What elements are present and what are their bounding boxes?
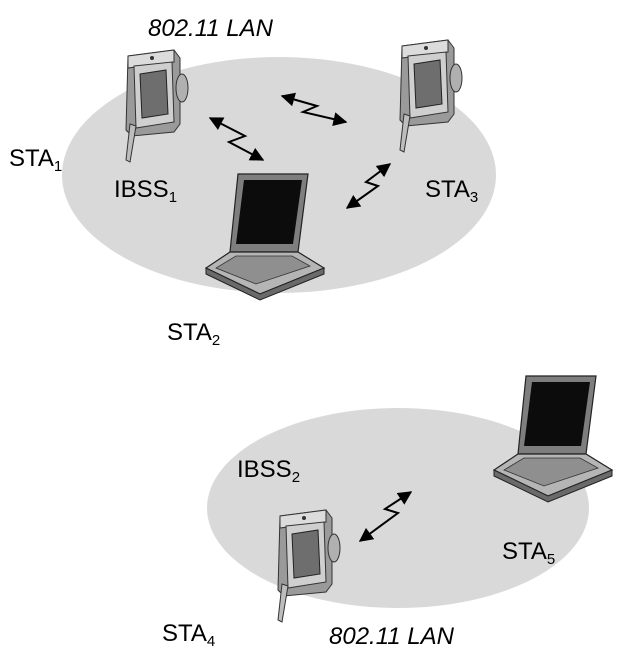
wireless-link-4-5 bbox=[358, 491, 413, 542]
ibss-label-1: IBSS1 bbox=[114, 176, 178, 206]
wireless-link-1-2 bbox=[208, 117, 265, 161]
station-label-1: STA1 bbox=[9, 145, 63, 175]
lan-label-bottom: 802.11 LAN bbox=[329, 623, 454, 650]
wireless-link-2-3 bbox=[345, 163, 392, 209]
lan-label-top: 802.11 LAN bbox=[148, 15, 273, 42]
station-label-4: STA4 bbox=[162, 620, 216, 650]
pda-icon bbox=[277, 509, 341, 623]
ibss-label-2: IBSS2 bbox=[237, 456, 301, 486]
station-label-2: STA2 bbox=[167, 319, 221, 349]
station-label-5: STA5 bbox=[502, 538, 556, 568]
wireless-link-1-3 bbox=[280, 92, 348, 126]
station-label-3: STA3 bbox=[425, 176, 479, 206]
